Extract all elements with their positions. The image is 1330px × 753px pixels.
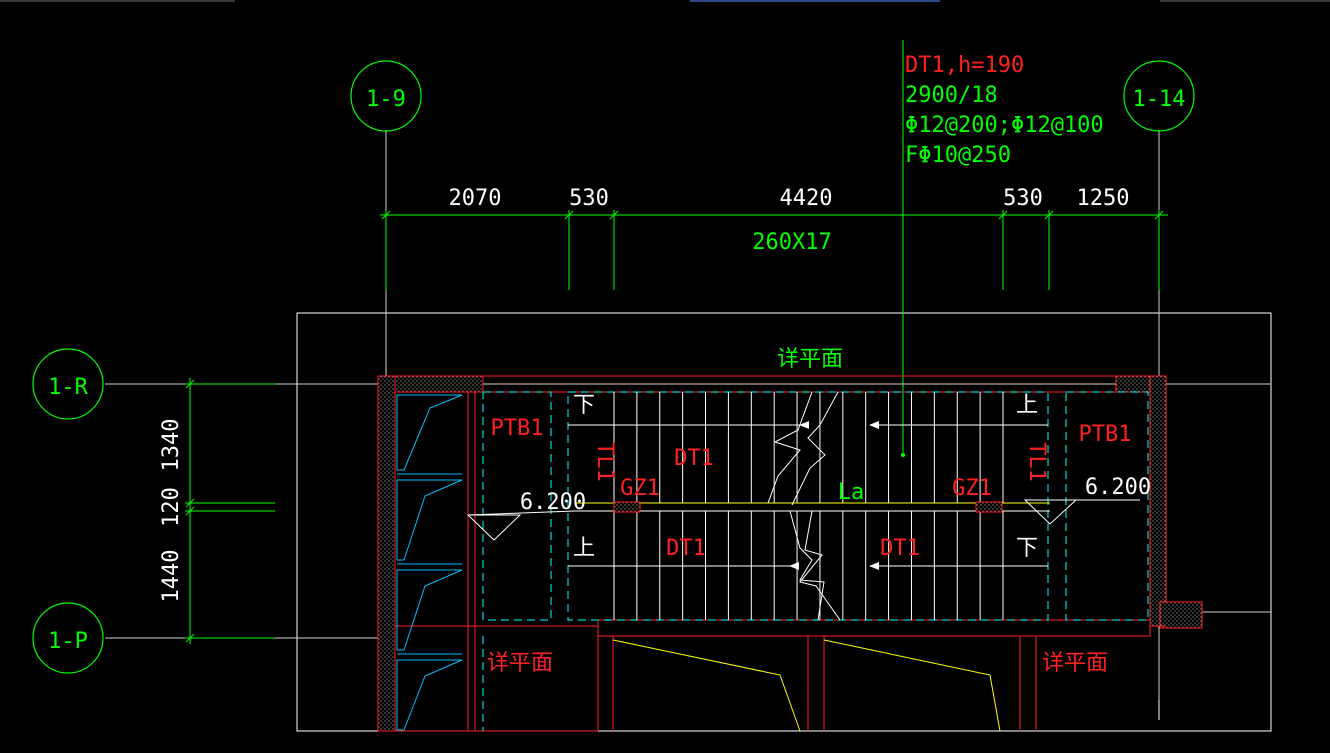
dim-4420: 4420 <box>780 186 833 211</box>
label-down-bottom-right: 下 <box>1016 536 1038 561</box>
axis-bubble-1-9[interactable]: 1-9 <box>350 60 422 132</box>
top-dimension-texts: 2070 530 4420 530 1250 260X17 <box>449 186 1130 255</box>
label-up-bottom-left: 上 <box>573 536 595 561</box>
stair-treads <box>613 392 1004 620</box>
axis-label-1-P: 1-P <box>48 629 88 654</box>
dim-530-right: 530 <box>1003 186 1043 211</box>
walking-arrows <box>568 421 1048 570</box>
walls <box>377 375 1203 732</box>
label-detail-plan-top: 详平面 <box>777 347 843 372</box>
axis-label-1-14: 1-14 <box>1133 87 1186 112</box>
landing-lines <box>575 501 1050 513</box>
tab-segment[interactable] <box>1160 0 1330 2</box>
door-swings <box>612 639 1001 732</box>
axis-bubble-1-P[interactable]: 1-P <box>32 602 104 674</box>
label-gz-left: GZ1 <box>620 476 660 501</box>
label-dt-bottom-left: DT1 <box>666 536 706 561</box>
left-dimension-texts: 1340 120 1440 <box>159 419 184 603</box>
label-tl-left: TL1 <box>592 442 617 482</box>
left-windows <box>396 394 463 731</box>
label-down-top-left: 下 <box>573 393 595 418</box>
note-dt1-h: DT1,h=190 <box>905 53 1024 78</box>
label-elev-left: 6.200 <box>520 490 586 515</box>
label-gz-right: GZ1 <box>952 476 992 501</box>
top-dimension-chain <box>380 210 1168 290</box>
drawing-labels: 详平面 详平面 详平面 PTB1 PTB1 TL1 TL1 GZ1 GZ1 DT… <box>487 347 1151 676</box>
axis-bubble-1-R[interactable]: 1-R <box>32 348 104 420</box>
note-rebar-main: Φ12@200;Φ12@100 <box>905 113 1104 138</box>
axis-label-1-9: 1-9 <box>366 87 406 112</box>
label-la: La <box>838 480 865 505</box>
label-ptb-right: PTB1 <box>1079 422 1132 447</box>
note-riser: 2900/18 <box>905 83 998 108</box>
axis-bubble-1-14[interactable]: 1-14 <box>1123 60 1195 132</box>
label-up-top-right: 上 <box>1016 393 1038 418</box>
dim-1440: 1440 <box>159 550 184 603</box>
label-detail-plan-bl: 详平面 <box>487 651 553 676</box>
stair-note[interactable]: DT1,h=190 2900/18 Φ12@200;Φ12@100 FΦ10@2… <box>901 40 1104 457</box>
dashed-slabs <box>482 391 1149 731</box>
viewport-frame <box>296 312 1272 732</box>
top-tab-strip <box>0 0 1330 3</box>
dim-1250: 1250 <box>1077 186 1130 211</box>
label-dt-bottom-right: DT1 <box>880 536 920 561</box>
label-dt-top-left: DT1 <box>674 446 714 471</box>
label-ptb-left: PTB1 <box>491 416 544 441</box>
break-lines <box>767 391 841 621</box>
tab-segment[interactable] <box>0 0 235 2</box>
elevation-markers <box>466 499 1140 541</box>
axis-label-1-R: 1-R <box>48 375 88 400</box>
dim-120: 120 <box>159 487 184 527</box>
dim-1340: 1340 <box>159 419 184 472</box>
tab-segment-active[interactable] <box>690 0 940 2</box>
label-elev-right: 6.200 <box>1085 475 1151 500</box>
label-tl-right: TL1 <box>1024 442 1049 482</box>
dim-530-left: 530 <box>569 186 609 211</box>
dim-2070: 2070 <box>449 186 502 211</box>
dim-260x17: 260X17 <box>752 230 831 255</box>
left-dimension-chain <box>185 378 275 644</box>
label-detail-plan-br: 详平面 <box>1042 651 1108 676</box>
note-rebar-dist: FΦ10@250 <box>905 143 1011 168</box>
